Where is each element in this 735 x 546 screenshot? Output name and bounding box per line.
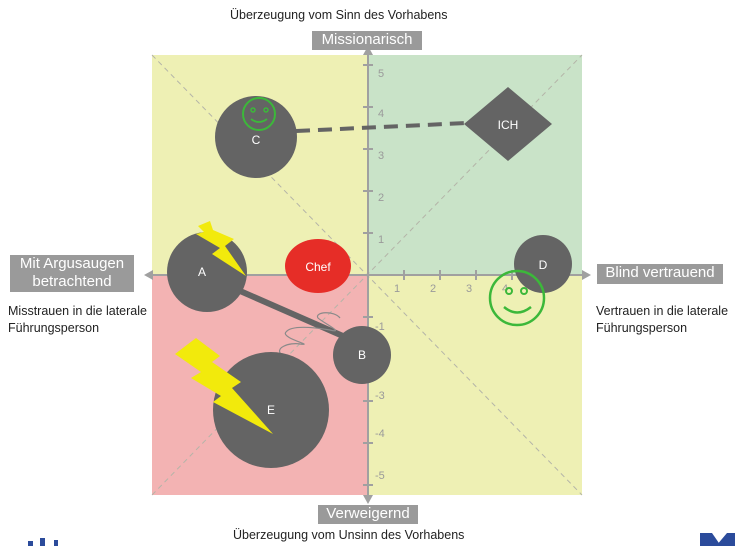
smiley-icon bbox=[242, 97, 276, 131]
node-b-label: B bbox=[358, 348, 366, 362]
right-description: Vertrauen in die laterale Führungsperson bbox=[596, 304, 729, 335]
y-axis-arrow-bottom bbox=[363, 495, 373, 504]
x-tick-label: 2 bbox=[430, 283, 436, 295]
node-c-label: C bbox=[252, 133, 261, 147]
axis-label-bottom: Verweigernd bbox=[318, 505, 418, 524]
node-chef-label: Chef bbox=[305, 260, 331, 274]
y-tick-label: -5 bbox=[375, 470, 385, 482]
axis-label-right: Blind vertrauend bbox=[597, 264, 723, 284]
axis-label-top: Missionarisch bbox=[312, 31, 422, 50]
y-tick-label: 1 bbox=[378, 234, 384, 246]
node-c bbox=[215, 96, 297, 178]
y-tick-label: 3 bbox=[378, 150, 384, 162]
logo-fragment-right bbox=[700, 533, 735, 546]
y-tick-label: 2 bbox=[378, 192, 384, 204]
y-tick-label: -3 bbox=[375, 390, 385, 402]
node-ich bbox=[464, 87, 552, 161]
x-axis-arrow-left bbox=[144, 270, 153, 280]
lightning-bolt-icon bbox=[196, 221, 246, 276]
node-chef bbox=[285, 239, 351, 293]
node-e-label: E bbox=[267, 403, 275, 417]
node-d bbox=[514, 235, 572, 293]
left-description: Misstrauen in die laterale Führungsperso… bbox=[8, 304, 147, 335]
smiley-icon bbox=[488, 269, 546, 327]
node-b bbox=[333, 326, 391, 384]
lightning-bolt-icon bbox=[175, 338, 273, 434]
node-d-label: D bbox=[539, 258, 548, 272]
node-e bbox=[213, 352, 329, 468]
dashed-link-c-ich bbox=[295, 121, 468, 133]
bottom-caption: Überzeugung vom Unsinn des Vorhabens bbox=[233, 528, 465, 542]
node-ich-label: ICH bbox=[498, 118, 519, 132]
y-tick-label: -4 bbox=[375, 428, 385, 440]
node-a-label: A bbox=[198, 265, 206, 279]
axis-label-left: Mit Argusaugen betrachtend bbox=[10, 255, 134, 292]
node-a bbox=[167, 232, 247, 312]
y-tick-label: -1 bbox=[375, 321, 385, 333]
x-tick-label: 3 bbox=[466, 283, 472, 295]
y-axis-arrow-top bbox=[363, 46, 373, 55]
x-tick-label: 1 bbox=[394, 283, 400, 295]
link-a-b bbox=[229, 284, 354, 343]
top-caption: Überzeugung vom Sinn des Vorhabens bbox=[230, 8, 448, 22]
x-tick-label: 4 bbox=[502, 283, 508, 295]
y-tick-label: 4 bbox=[378, 108, 384, 120]
y-tick-label: 5 bbox=[378, 68, 384, 80]
logo-fragment-left bbox=[28, 538, 58, 546]
x-axis-arrow-right bbox=[582, 270, 591, 280]
